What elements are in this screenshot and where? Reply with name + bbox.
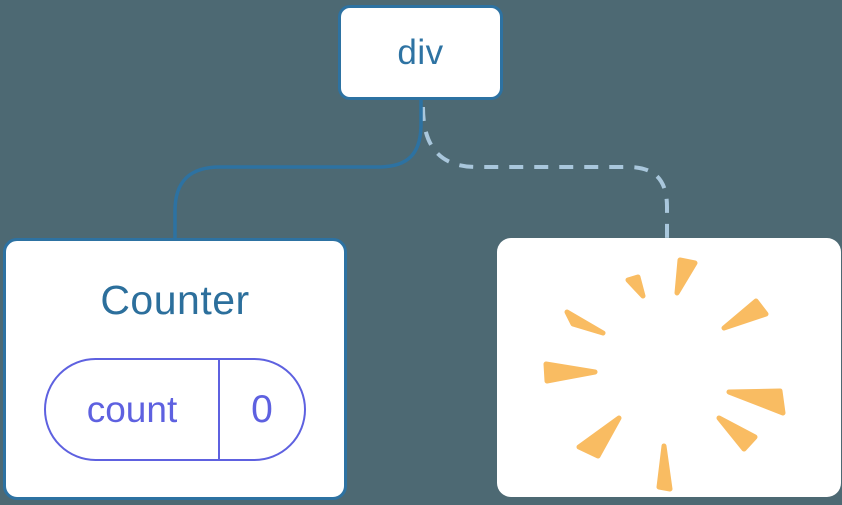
connector-solid: [173, 97, 423, 240]
tree-node-counter: Counter count 0: [3, 238, 347, 500]
state-value: 0: [251, 387, 273, 431]
poof-icon: [543, 257, 786, 492]
poof-ray: [543, 361, 598, 384]
poof-ray: [674, 257, 698, 296]
poof-ray: [656, 443, 673, 492]
state-pill: count 0: [44, 358, 306, 461]
poof-ray: [564, 309, 606, 336]
poof-ray: [625, 274, 646, 299]
poof-ray: [576, 415, 622, 459]
poof-ray: [716, 415, 758, 452]
counter-title: Counter: [100, 277, 250, 323]
poof-ray: [726, 388, 786, 416]
root-node-label: div: [397, 32, 444, 72]
poof-ray: [721, 298, 769, 331]
tree-node-removed: [497, 238, 841, 497]
tree-node-div: div: [338, 5, 503, 100]
connector-dashed: [421, 106, 669, 240]
state-key: count: [46, 360, 220, 459]
